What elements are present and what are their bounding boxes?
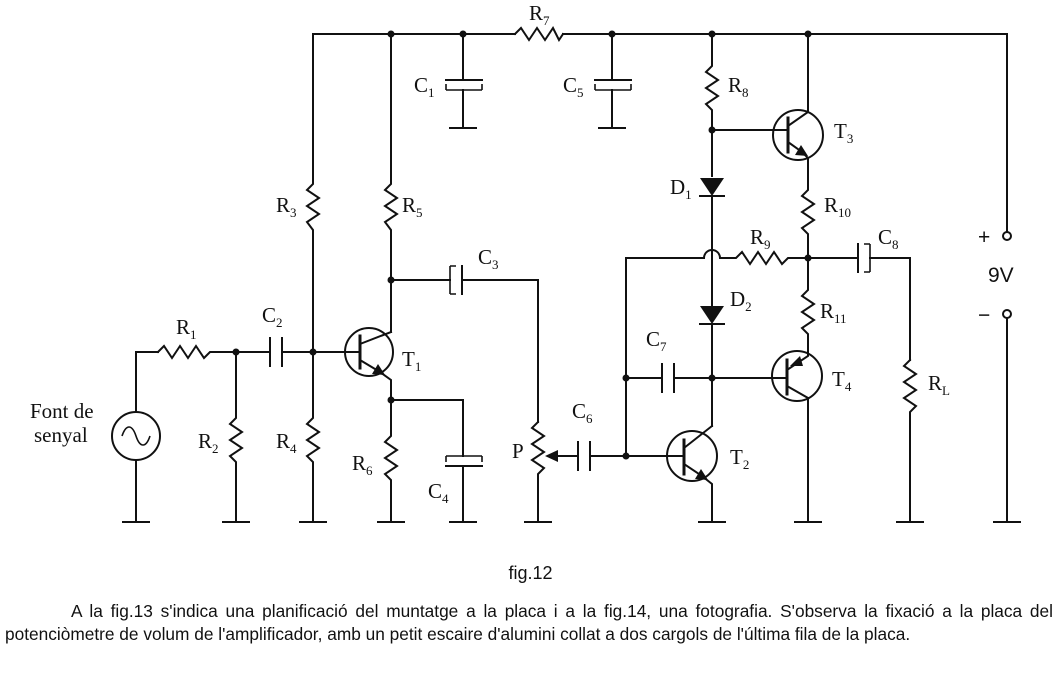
c8-label: C8: [878, 225, 899, 252]
c6-label: C6: [572, 399, 593, 426]
r3-resistor: [305, 33, 321, 353]
source-label-line1: Font de: [30, 399, 94, 423]
c7-capacitor: [625, 363, 713, 393]
p-potentiometer: [524, 420, 579, 523]
r7-resistor: [513, 26, 565, 42]
r10-label: R10: [824, 193, 851, 220]
r5-label: R5: [402, 193, 423, 220]
d2-diode: [699, 249, 725, 427]
d2-label: D2: [730, 287, 752, 314]
r11-resistor: [800, 257, 816, 355]
r7-label: R7: [529, 1, 550, 28]
c3-capacitor: [390, 265, 539, 423]
r1-label: R1: [176, 315, 197, 342]
c2-capacitor: [235, 337, 346, 367]
r8-resistor: [704, 33, 720, 177]
r9-label: R9: [750, 225, 771, 252]
c5-label: C5: [563, 73, 584, 100]
r11-label: R11: [820, 299, 847, 326]
supply-voltage-label: 9V: [988, 264, 1014, 287]
t3-transistor: [772, 33, 824, 181]
r1-resistor: [156, 344, 237, 360]
rl-load-resistor: [896, 358, 924, 523]
body-paragraph: A la fig.13 s'indica una planificació de…: [5, 601, 1053, 644]
d1-diode: [699, 178, 725, 251]
r10-resistor: [800, 179, 816, 259]
r8-label: R8: [728, 73, 749, 100]
r6-resistor: [377, 399, 405, 523]
t1-label: T1: [402, 347, 421, 374]
t4-label: T4: [832, 367, 852, 394]
c6-capacitor: [577, 441, 673, 471]
r4-label: R4: [276, 429, 297, 456]
r9-resistor: [625, 249, 809, 457]
d1-label: D1: [670, 175, 692, 202]
source-label-line2: senyal: [34, 423, 88, 447]
supply-terminals: [1002, 231, 1012, 319]
r3-label: R3: [276, 193, 297, 220]
circuit-schematic: R7 C1 C5 Font de senyal R1 C2: [30, 1, 1021, 523]
c5-capacitor: [594, 33, 632, 129]
rl-label: RL: [928, 371, 950, 398]
r5-resistor: [383, 33, 399, 333]
r2-label: R2: [198, 429, 219, 456]
c3-label: C3: [478, 245, 499, 272]
supply-plus-label: +: [978, 226, 990, 249]
r2-resistor: [222, 351, 250, 523]
supply-rail-wires: [312, 33, 1021, 523]
p-label: P: [512, 439, 524, 463]
c8-capacitor: [807, 243, 911, 361]
supply-minus-label: −: [978, 304, 990, 327]
c4-capacitor: [390, 399, 483, 523]
r4-resistor: [299, 351, 327, 523]
c2-label: C2: [262, 303, 283, 330]
r6-label: R6: [352, 451, 373, 478]
c1-capacitor: [445, 33, 483, 129]
figure-caption: fig.12: [508, 563, 553, 583]
c1-label: C1: [414, 73, 435, 100]
signal-source: [111, 351, 161, 523]
c7-label: C7: [646, 327, 667, 354]
t2-transistor: [666, 424, 726, 523]
c4-label: C4: [428, 479, 449, 506]
t2-label: T2: [730, 445, 749, 472]
t1-transistor: [344, 327, 394, 401]
t4-transistor: [771, 350, 823, 523]
t3-label: T3: [834, 119, 853, 146]
